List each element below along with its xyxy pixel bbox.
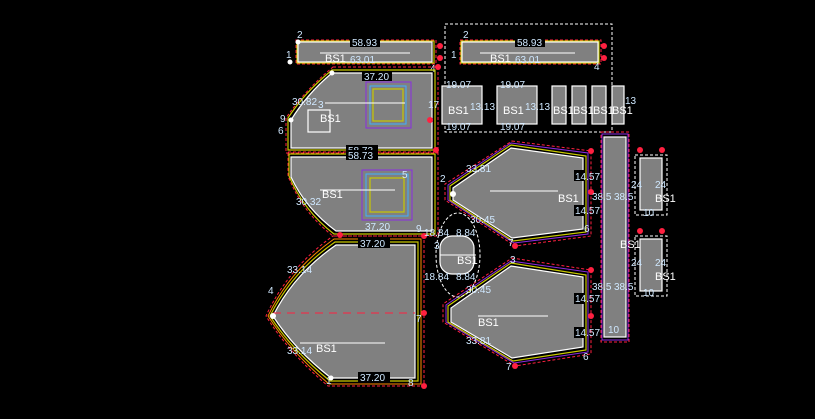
narrow-name: BS1: [612, 105, 633, 117]
back-lower-curve: 30.32: [296, 197, 321, 208]
small-a-bottom: 19.07: [446, 122, 471, 133]
strip-a-name: BS1: [325, 53, 346, 65]
point-label: 1: [326, 376, 332, 387]
small-b-bottom: 19.07: [500, 122, 525, 133]
point-label: 3: [318, 100, 324, 111]
piece-small-b[interactable]: 19.07 13.13 BS1 19.07: [496, 80, 550, 133]
point-label: 4: [268, 286, 274, 297]
piece-oval[interactable]: 18.84 8.84 18.84 8.84 BS1 3: [424, 212, 481, 298]
small-a-name: BS1: [448, 105, 469, 117]
point-label: 2: [440, 174, 446, 185]
piece-strip-a[interactable]: 58.93 BS1 63.01 2 1 4: [286, 30, 443, 75]
piece-small-a[interactable]: 19.07 13.13 BS1 19.07 17: [428, 80, 495, 133]
tall-name: BS1: [620, 239, 641, 251]
rect-b-bottom: 10: [643, 288, 655, 299]
back-lower-bottom: 37.20: [365, 222, 390, 233]
oval-top2: 8.84: [456, 228, 476, 239]
strip-a-length: 58.93: [352, 38, 377, 49]
back-lower-top: 58.73: [348, 151, 373, 162]
back-lower-name: BS1: [322, 189, 343, 201]
rect-b-left: 24: [631, 258, 643, 269]
oval-name: BS1: [457, 255, 478, 267]
narrow-name: BS1: [593, 105, 614, 117]
sleeve-a-curve-bottom: 30.45: [470, 215, 495, 226]
sleeve-a-side-bottom: 14.57: [575, 206, 600, 217]
small-a-gap: 17: [428, 100, 440, 111]
tall-right2: 38.5: [614, 282, 634, 293]
rect-a-left: 24: [631, 180, 643, 191]
small-b-name: BS1: [503, 105, 524, 117]
rect-a-right: 24: [655, 180, 667, 191]
sleeve-b-curve-bottom: 33.81: [466, 336, 491, 347]
point-label: 1: [286, 50, 292, 61]
piece-sleeve-a[interactable]: 33.81 30.45 14.57 14.57 BS1 2 7 6: [440, 140, 600, 249]
rect-a-name: BS1: [655, 193, 676, 205]
strip-a-extra: 63.01: [350, 55, 375, 66]
piece-narrow-group[interactable]: BS1 BS1 BS1 BS1 13: [551, 85, 637, 125]
point-label: 7: [416, 314, 422, 325]
point-label: 3: [510, 255, 516, 266]
point-label: 6: [584, 224, 590, 235]
piece-strip-b[interactable]: 58.93 BS1 63.01 2 1 4: [451, 30, 607, 73]
point-label: 2: [463, 30, 469, 41]
point-label: 8: [408, 378, 414, 389]
point-label: 9: [280, 114, 286, 125]
tall-right: 38.5: [614, 192, 634, 203]
rect-a-bottom: 10: [643, 208, 655, 219]
sleeve-a-curve-top: 33.81: [466, 164, 491, 175]
back-upper-top: 37.20: [364, 72, 389, 83]
tall-left: 38.5: [592, 192, 612, 203]
strip-b-extra: 63.01: [515, 55, 540, 66]
narrow-side: 13: [625, 96, 637, 107]
point-label: 4: [594, 62, 600, 73]
narrow-name: BS1: [553, 105, 574, 117]
point-label: 5: [402, 170, 408, 181]
oval-bottom2: 8.84: [456, 272, 476, 283]
small-a-top: 19.07: [446, 80, 471, 91]
tall-bottom: 10: [608, 325, 620, 336]
point-label: 2: [297, 30, 303, 41]
sleeve-b-curve-top: 30.45: [466, 285, 491, 296]
selection-box[interactable]: [444, 23, 613, 133]
oval-bottom: 18.84: [424, 272, 449, 283]
strip-b-length: 58.93: [517, 38, 542, 49]
oval-top: 18.84: [424, 228, 449, 239]
piece-rect-a[interactable]: 24 24 BS1 10: [631, 147, 676, 219]
point-label: 7: [506, 362, 512, 373]
rect-b-right: 24: [655, 258, 667, 269]
front-curve-top: 33.14: [287, 265, 312, 276]
sleeve-a-name: BS1: [558, 193, 579, 205]
front-curve-bottom: 33.14: [287, 346, 312, 357]
rect-b-name: BS1: [655, 271, 676, 283]
point-label: 6: [278, 126, 284, 137]
point-label: 9: [416, 224, 422, 235]
point-label: 7: [508, 238, 514, 249]
small-b-side: 13.13: [525, 102, 550, 113]
tall-left2: 38.5: [592, 282, 612, 293]
piece-back-lower[interactable]: 58.73 30.32 BS1 37.20 5 9: [287, 147, 439, 238]
piece-sleeve-b[interactable]: 30.45 33.81 14.57 14.57 BS1 3 7 6: [442, 255, 600, 373]
front-name: BS1: [316, 343, 337, 355]
small-b-top: 19.07: [500, 80, 525, 91]
front-bottom: 37.20: [360, 373, 385, 384]
small-a-side: 13.13: [470, 102, 495, 113]
point-label: 3: [434, 241, 440, 252]
sleeve-b-name: BS1: [478, 317, 499, 329]
piece-front[interactable]: 37.20 33.14 33.14 BS1 37.20 1 8 4 7: [265, 233, 427, 389]
front-top: 37.20: [360, 239, 385, 250]
piece-rect-b[interactable]: 24 24 BS1 10: [631, 228, 676, 299]
sleeve-b-side-top: 14.57: [575, 294, 600, 305]
narrow-name: BS1: [573, 105, 594, 117]
strip-b-name: BS1: [490, 53, 511, 65]
sleeve-a-side-top: 14.57: [575, 172, 600, 183]
back-upper-curve: 30.82: [292, 97, 317, 108]
back-upper-name: BS1: [320, 113, 341, 125]
point-label: 6: [583, 352, 589, 363]
sleeve-b-side-bottom: 14.57: [575, 328, 600, 339]
piece-tall-strip[interactable]: 38.5 38.5 38.5 38.5 BS1 10: [592, 131, 641, 343]
point-label: 1: [451, 50, 457, 61]
piece-back-upper[interactable]: 37.20 30.82 BS1 58.73 9 6 3: [278, 64, 441, 157]
